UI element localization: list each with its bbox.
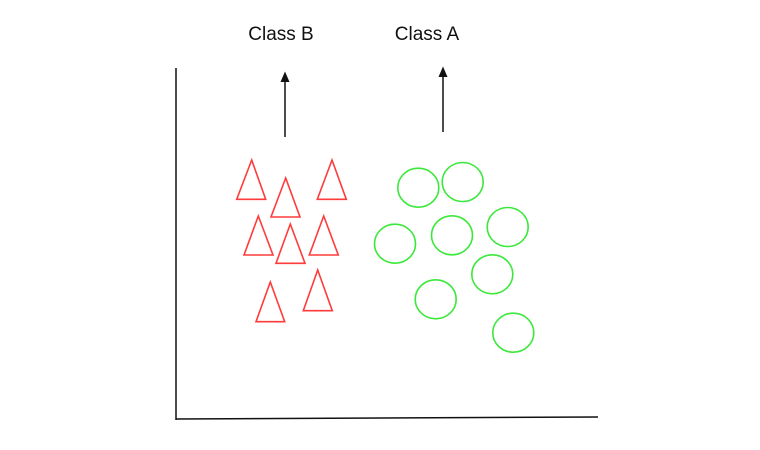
class-b-triangle	[254, 279, 286, 323]
class-b-triangle	[274, 221, 307, 265]
class-b-triangle	[235, 157, 267, 201]
class-b-label: Class B	[248, 24, 313, 45]
class-a-label: Class A	[395, 24, 460, 45]
class-a-circle	[414, 278, 458, 320]
class-b-triangle	[242, 213, 275, 256]
class-a-points	[373, 161, 535, 354]
class-b-triangle	[316, 157, 348, 201]
class-b-triangle	[269, 175, 302, 218]
class-a-circle	[486, 206, 530, 248]
class-b-triangle	[302, 267, 334, 312]
class-b-triangle	[308, 213, 340, 256]
class-a-circle	[430, 215, 474, 256]
class-b-points	[235, 157, 348, 323]
class-a-circle	[441, 161, 485, 203]
class-a-circle	[396, 167, 440, 208]
class-a-circle	[470, 253, 514, 295]
x-axis	[175, 416, 599, 420]
class-a-circle	[491, 312, 535, 354]
class-a-circle	[373, 223, 417, 264]
